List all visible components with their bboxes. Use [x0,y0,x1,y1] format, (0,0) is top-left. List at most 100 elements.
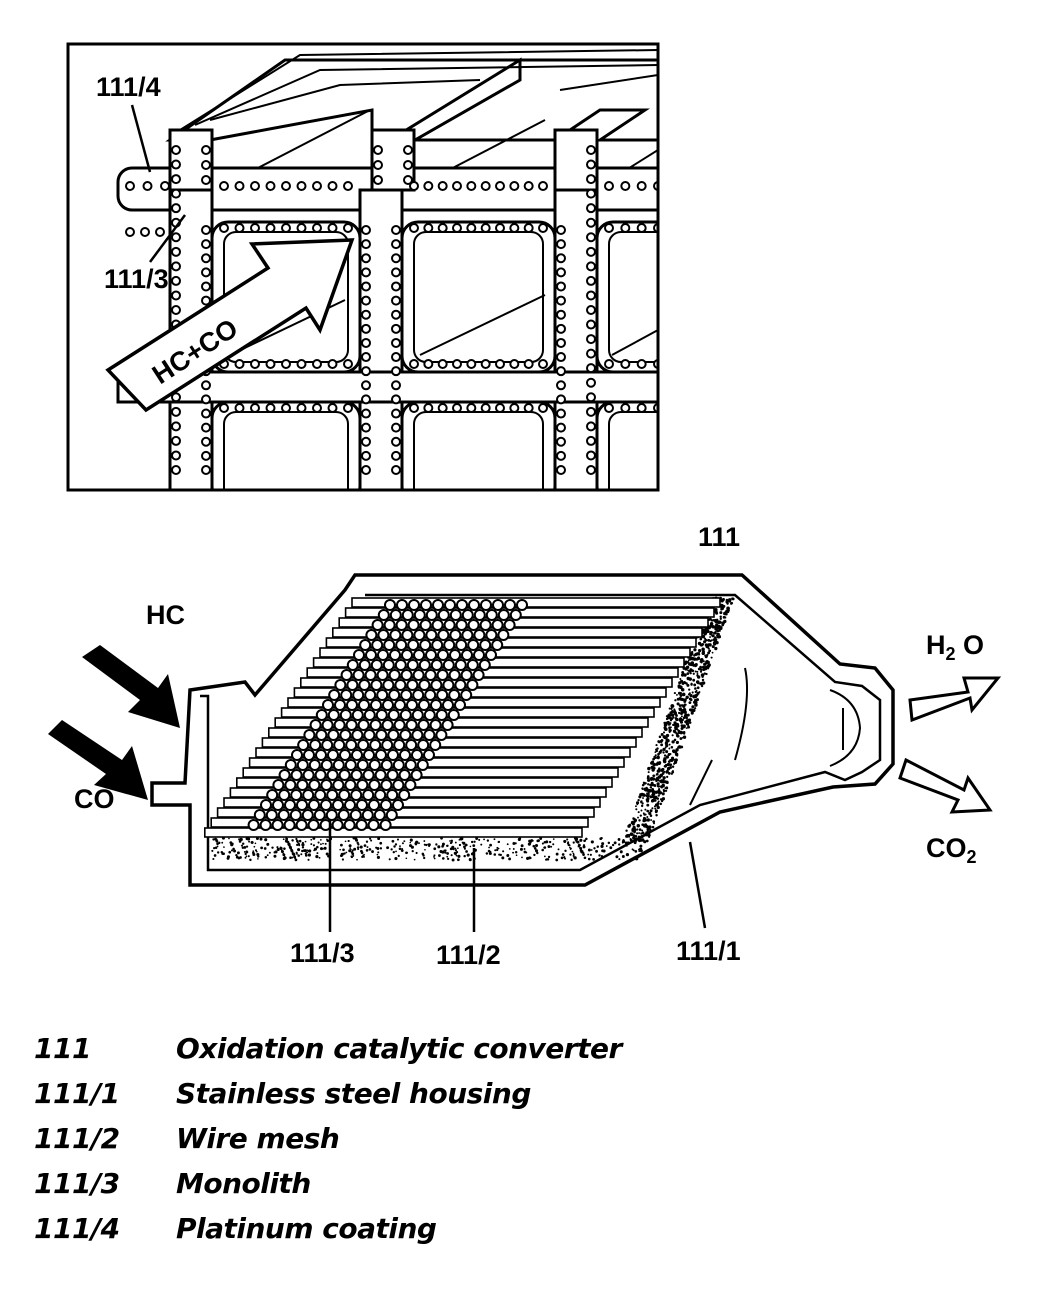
mesh-dot [320,839,322,841]
honeycomb-cell [308,799,320,811]
mesh-dot [646,826,651,830]
mesh-dot [446,852,449,855]
coating-particle [250,181,260,191]
coating-particle [556,366,566,377]
mesh-dot [695,698,699,702]
mesh-dot [693,683,697,687]
coating-particle [452,181,462,191]
honeycomb-cell [407,639,420,651]
coating-particle [480,181,491,191]
coating-particle [391,465,401,475]
mesh-dot [679,678,682,680]
honeycomb-cell [461,629,474,641]
honeycomb-cell [449,649,461,661]
mesh-dot [661,767,665,771]
coating-particle [409,223,419,233]
honeycomb-cell [412,689,425,701]
coating-particle [556,450,566,461]
mesh-dot [654,796,658,800]
honeycomb-cell [374,789,387,801]
coating-particle [281,403,291,413]
honeycomb-cell [398,789,411,801]
honeycomb-cell [401,649,413,661]
mesh-dot [582,845,586,849]
honeycomb-cell [340,689,353,701]
mesh-dot [502,850,505,853]
honeycomb-cell [443,619,456,631]
honeycomb-cell [408,599,420,611]
mesh-dot [645,786,648,790]
coating-particle [480,403,491,413]
coating-particle [466,359,477,369]
mesh-dot [212,857,215,861]
monolith-honeycomb [247,599,528,831]
honeycomb-cell [399,749,411,761]
mesh-dot [444,849,447,852]
label-housing: 111/1 [676,936,741,966]
honeycomb-cell [424,669,437,681]
mesh-dot [728,598,732,602]
coating-particle [556,295,566,306]
mesh-dot [641,783,645,787]
honeycomb-cell [503,619,516,631]
mesh-dot [707,638,711,642]
honeycomb-cell [419,619,432,631]
mesh-dot [298,844,301,847]
coating-particle [361,352,371,363]
honeycomb-cell [393,739,406,751]
monolith-tube [267,727,643,738]
honeycomb-cell [351,729,364,741]
mesh-dot [648,835,651,839]
mesh-dot [216,845,219,848]
mesh-dot [663,757,667,761]
mesh-dot [656,769,660,773]
mesh-dot [670,704,674,708]
mesh-dot [249,858,252,862]
mesh-dot [715,623,719,628]
mesh-dot [560,856,564,860]
mesh-dot [356,846,360,849]
mesh-dot [499,853,502,857]
mesh-dot [423,840,426,842]
coating-particle [160,181,170,191]
monolith-tube [312,657,685,668]
mesh-dot [662,759,667,764]
mesh-dot [458,843,462,847]
honeycomb-cell [435,709,448,721]
mesh-dot [630,832,634,836]
mesh-dot [647,766,651,770]
mesh-dot [685,727,688,729]
honeycomb-cell [343,819,356,831]
mesh-dot [214,846,218,850]
mesh-dot [666,775,669,779]
coating-particle [604,403,614,413]
mesh-dot [595,849,598,853]
monolith-tube [229,787,607,798]
honeycomb-cell [389,609,402,621]
mesh-dot [548,840,552,844]
coating-particle [296,359,307,369]
mesh-dot [682,732,686,735]
honeycomb-cell [449,629,462,641]
mesh-dot [569,846,571,849]
mesh-dot [304,840,307,843]
mesh-dot [646,799,650,802]
mesh-dot [689,698,693,702]
coating-particle [620,403,631,413]
legend-row: 111/1 Stainless steel housing [34,1071,734,1116]
honeycomb-cell [321,719,334,731]
mesh-dot [659,798,663,801]
coating-particle [586,246,596,257]
mesh-dot [485,852,489,855]
coating-particle [361,295,371,306]
coating-particle [586,275,596,286]
mesh-dot [659,802,663,806]
mesh-dot [365,849,369,852]
honeycomb-cell [394,679,407,691]
honeycomb-cell [359,639,372,651]
coating-particle [523,223,534,233]
coating-particle [373,160,383,170]
mesh-dot [647,771,650,774]
mesh-dot [313,847,317,851]
coating-particle [201,450,211,461]
